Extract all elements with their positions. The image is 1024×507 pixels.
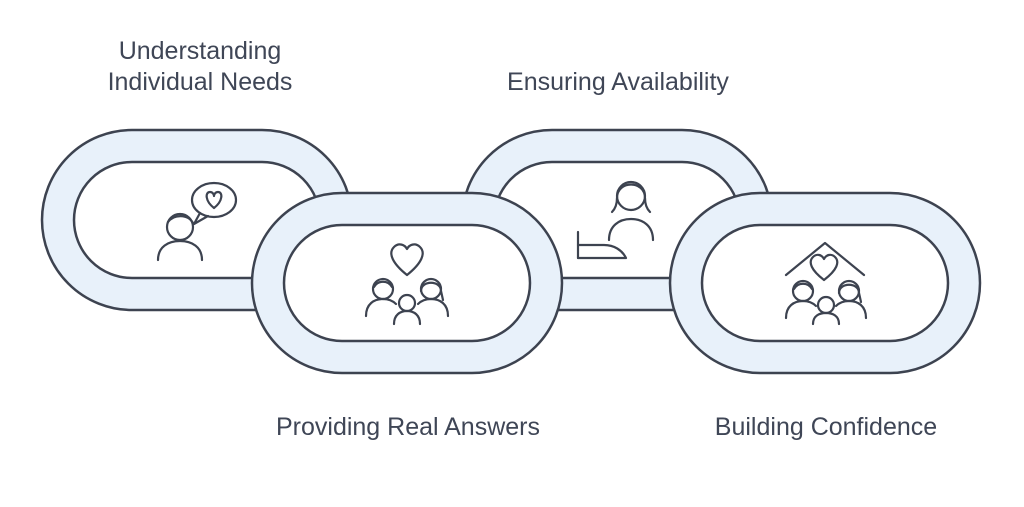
step-label-line: Understanding	[118, 37, 282, 65]
step-label-understanding: Understanding Individual Needs	[60, 36, 340, 98]
chain-link-answers	[250, 191, 564, 375]
family-with-heart-icon	[364, 243, 450, 326]
step-label-line: Individual Needs	[107, 68, 293, 96]
step-label-availability: Ensuring Availability	[468, 67, 768, 98]
step-label-line: Providing Real Answers	[275, 413, 540, 441]
chain-link-confidence	[668, 191, 982, 375]
home-with-family-icon	[784, 241, 868, 326]
person-at-desk-icon	[576, 180, 655, 260]
person-with-heart-speech-bubble-icon	[156, 181, 238, 262]
step-label-confidence: Building Confidence	[686, 412, 966, 443]
step-label-line: Building Confidence	[714, 413, 938, 441]
step-label-line: Ensuring Availability	[507, 68, 729, 96]
step-label-answers: Providing Real Answers	[248, 412, 568, 443]
